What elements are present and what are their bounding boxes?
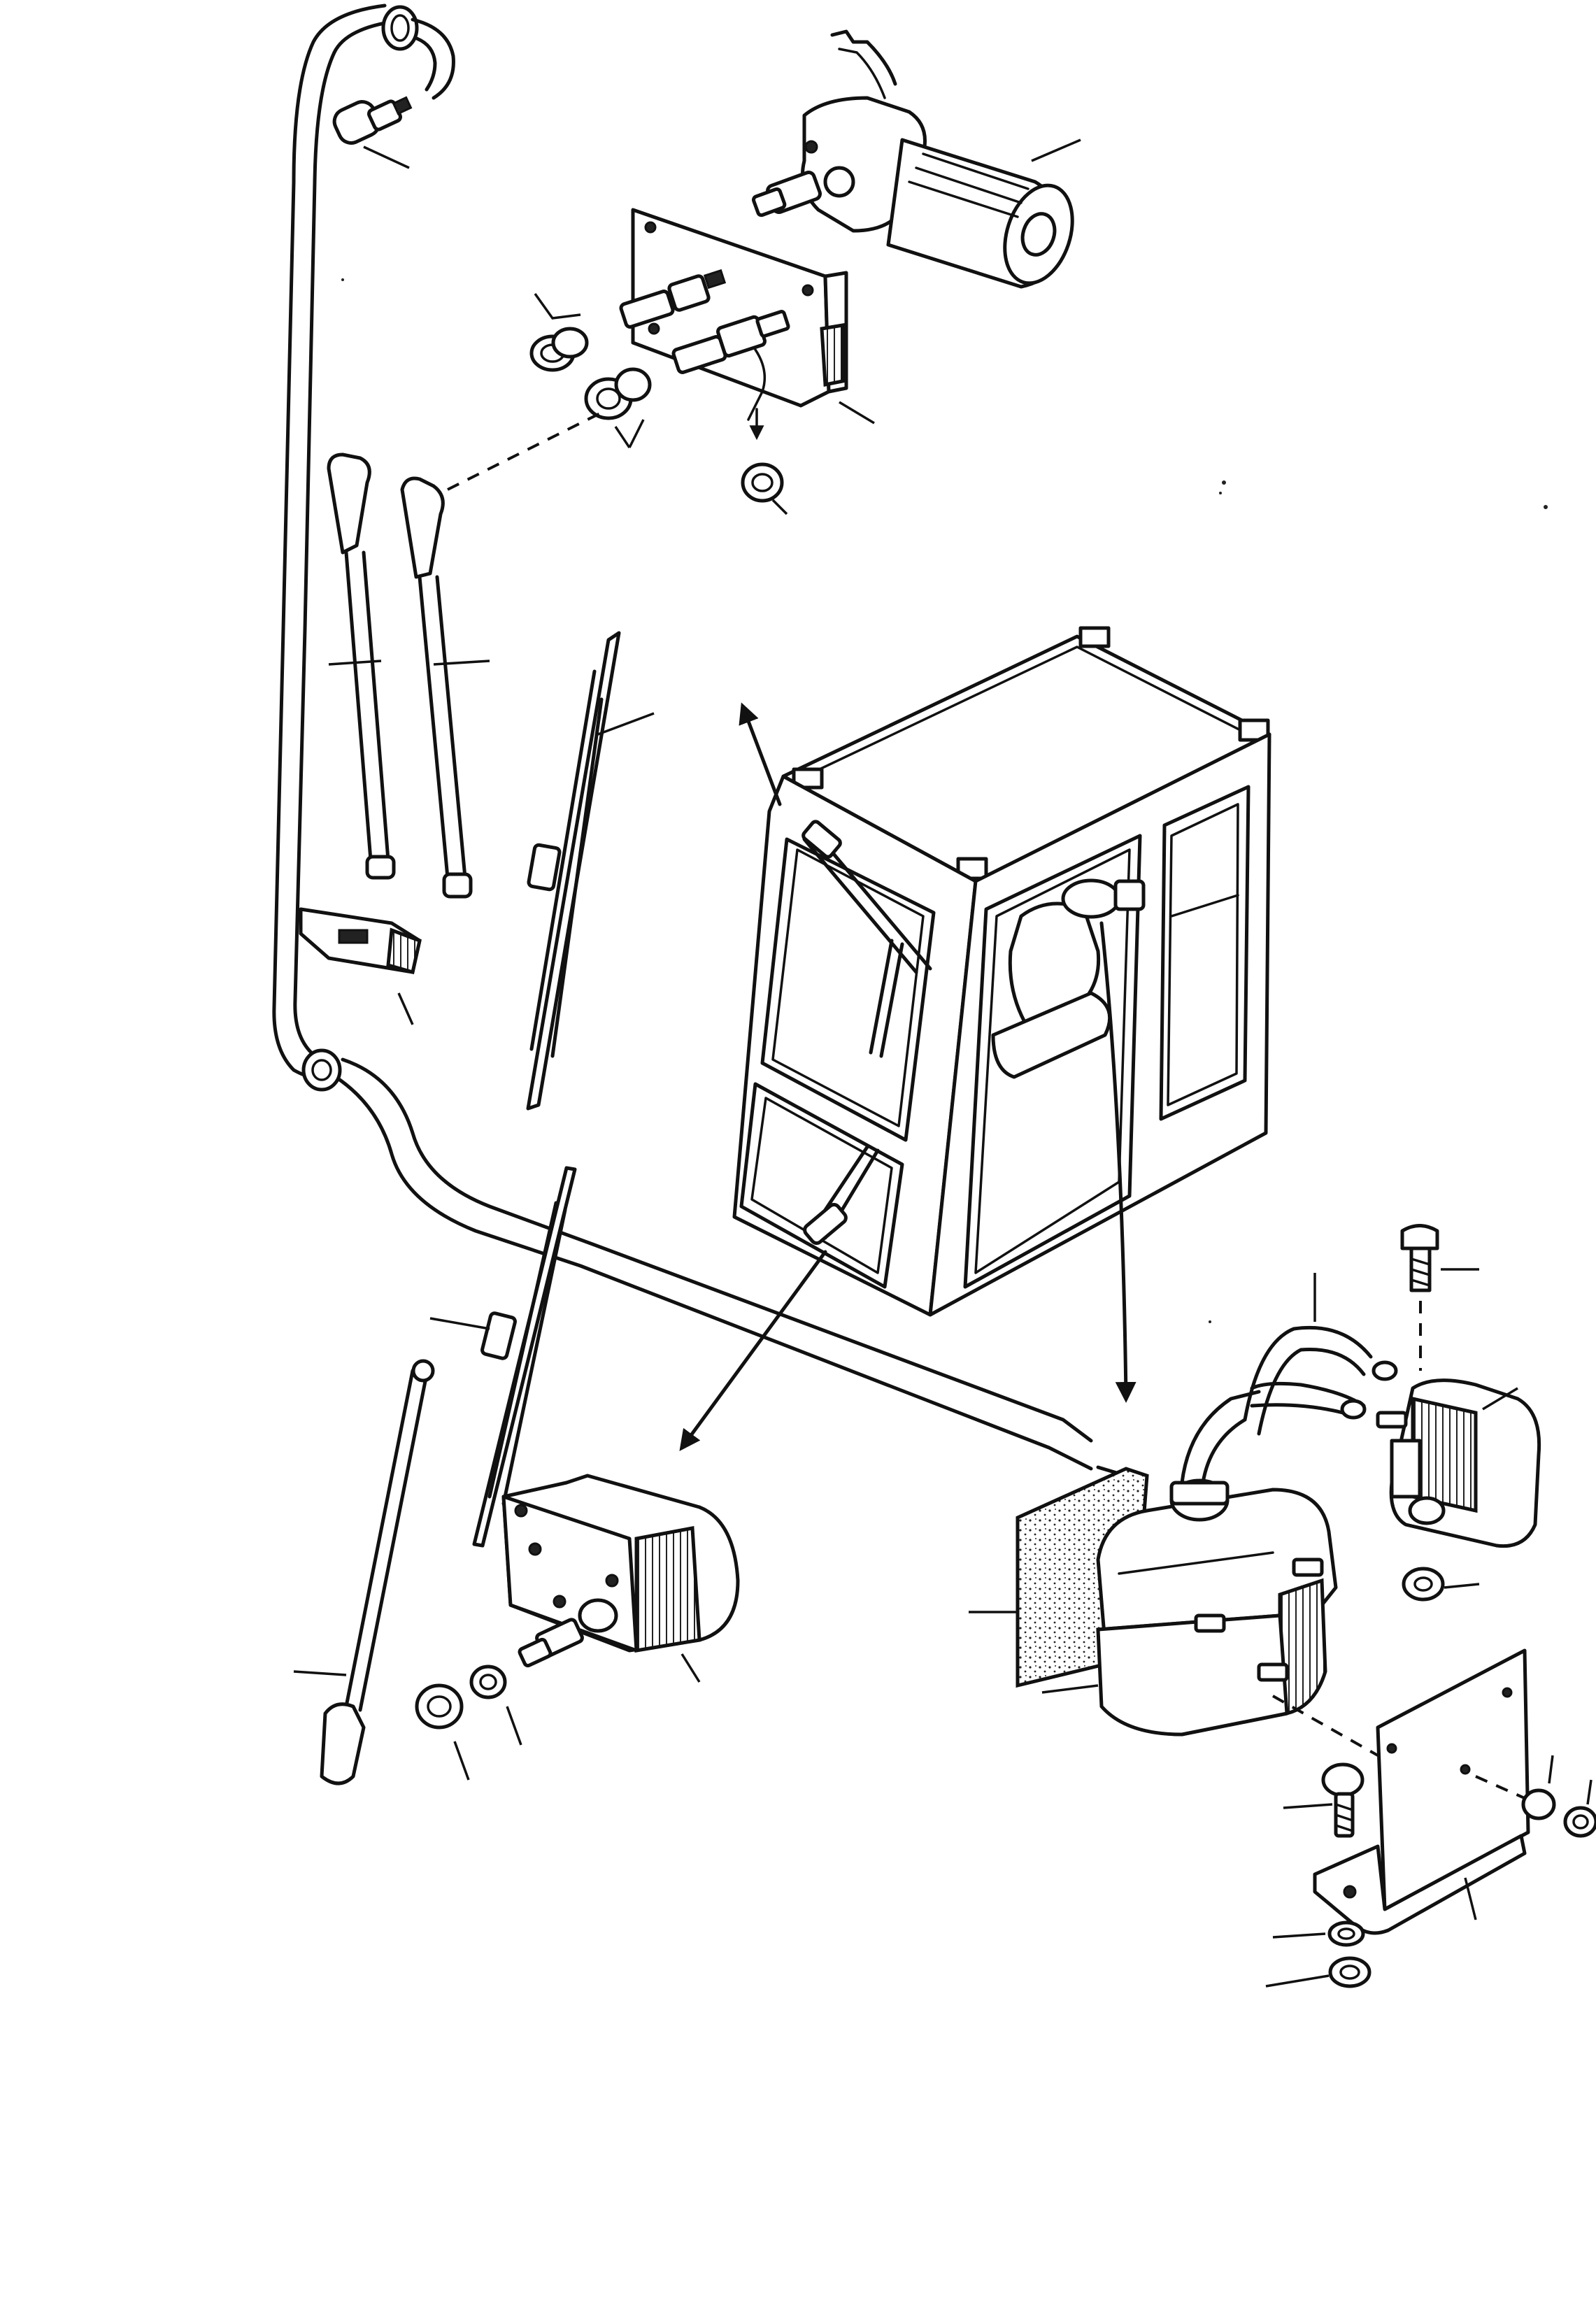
- spindle-nuts-lower: [415, 1664, 522, 1781]
- spindle-cap: [741, 408, 788, 515]
- reservoir-bracket: [1272, 1648, 1539, 1935]
- cab: [679, 626, 1271, 1451]
- wiper-arm-right: [400, 476, 490, 899]
- rear-washer-hose: [272, 3, 1128, 1478]
- front-wiper-motor-upper: [619, 208, 875, 425]
- arm-mount-plate: [299, 907, 422, 1025]
- rear-wiper-motor: [751, 29, 1081, 289]
- wiper-arm-left: [327, 452, 396, 880]
- wiper-arm-lower: [293, 1359, 435, 1785]
- hose-grommet: [301, 5, 419, 1092]
- rear-washer-jet: [332, 17, 455, 169]
- washer-reservoir: [1041, 1273, 1398, 1737]
- scan-specks: [341, 278, 1548, 1323]
- wiper-blade-upper: [526, 631, 655, 1111]
- front-wiper-motor-lower: [501, 1474, 740, 1683]
- wiper-blade-lower: [429, 1166, 577, 1548]
- fixing-nuts-washers: [1265, 1755, 1596, 1988]
- fixing-screws: [1283, 1762, 1365, 1838]
- spindle-nuts-upper: [447, 292, 652, 491]
- washer-pump: [1376, 1224, 1541, 1602]
